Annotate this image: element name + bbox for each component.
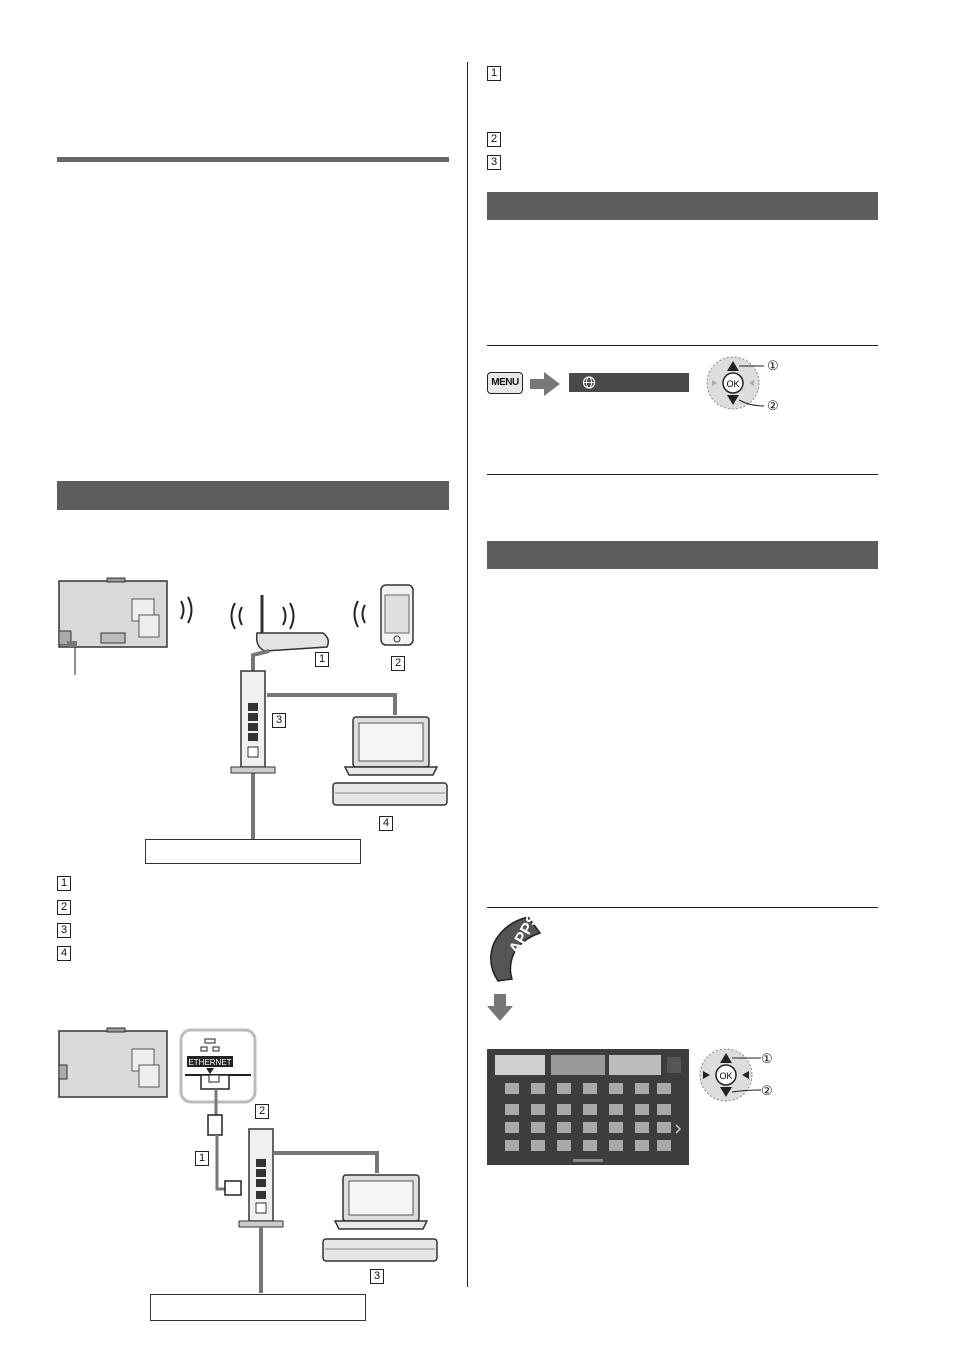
network-hub-icon: [238, 1128, 284, 1228]
right-marker-3: 3: [487, 155, 501, 170]
right-marker-2: 2: [487, 132, 501, 147]
step-two-label-apps: ②: [761, 1083, 773, 1098]
internet-environment-box-wired: [150, 1294, 366, 1321]
section-rule-left: [57, 157, 449, 162]
marker-text: 2: [490, 133, 498, 145]
arrow-right-icon: [530, 372, 560, 396]
section-header-bar-apps: [487, 541, 878, 569]
apps-list-screen-image: [487, 1049, 689, 1165]
marker-text: 4: [60, 947, 68, 959]
wired-connection-diagram: ETHERNET: [58, 1027, 438, 1293]
divider-line: [487, 474, 878, 475]
recorder-icon: [322, 1238, 438, 1262]
tv-rear-icon: [58, 577, 168, 675]
right-marker-1: 1: [487, 66, 501, 81]
marker-recorder: 4: [379, 816, 393, 831]
marker-text: 2: [394, 657, 402, 669]
ethernet-port-callout: ETHERNET: [179, 1028, 257, 1104]
divider-line: [487, 907, 878, 908]
tv-rear-icon: [58, 1027, 168, 1098]
arrow-down-icon: [487, 994, 513, 1021]
smartphone-icon: [353, 584, 414, 646]
marker-hub-wired: 2: [255, 1104, 269, 1119]
ok-label: OK: [719, 1071, 732, 1081]
marker-recorder-wired: 3: [370, 1269, 384, 1284]
marker-text: 1: [490, 67, 498, 79]
recorder-icon: [332, 782, 448, 806]
marker-lan-cable: 1: [195, 1151, 209, 1166]
list-marker-2: 2: [57, 900, 71, 915]
apps-button-icon[interactable]: APPS: [484, 913, 544, 988]
marker-hub: 3: [272, 713, 286, 728]
marker-router: 1: [315, 652, 329, 667]
globe-icon: [582, 376, 596, 389]
ok-label: OK: [726, 379, 739, 389]
section-header-bar-settings: [487, 192, 878, 220]
section-header-bar-network: [57, 481, 449, 510]
list-marker-4: 4: [57, 946, 71, 961]
marker-text: 4: [382, 817, 390, 829]
step-two-label: ②: [767, 398, 779, 413]
marker-text: 2: [258, 1105, 266, 1117]
dpad-ok-icon-apps: OK: [699, 1048, 762, 1102]
marker-text: 1: [60, 877, 68, 889]
menu-button[interactable]: MENU: [487, 372, 523, 394]
marker-text: 3: [275, 714, 283, 726]
wireless-connection-diagram: [58, 577, 448, 840]
laptop-icon: [343, 716, 439, 776]
ethernet-label: ETHERNET: [188, 1058, 231, 1067]
marker-text: 3: [490, 156, 498, 168]
marker-phone: 2: [391, 656, 405, 671]
marker-text: 1: [318, 653, 326, 665]
marker-text: 3: [60, 924, 68, 936]
step-one-label: ①: [767, 358, 779, 373]
divider-line: [487, 345, 878, 346]
menu-button-label: MENU: [491, 377, 519, 388]
wireless-router-icon: [230, 595, 330, 652]
list-marker-3: 3: [57, 923, 71, 938]
list-marker-1: 1: [57, 876, 71, 891]
laptop-icon: [333, 1174, 429, 1230]
marker-text: 2: [60, 901, 68, 913]
dpad-ok-icon: OK: [706, 356, 764, 410]
network-menu-bar: [569, 373, 689, 392]
marker-text: 3: [373, 1270, 381, 1282]
marker-text: 1: [198, 1152, 206, 1164]
internet-environment-box: [145, 839, 361, 864]
step-one-label-apps: ①: [761, 1051, 773, 1066]
column-divider: [467, 62, 468, 1287]
wifi-waves-icon: [180, 596, 193, 624]
network-hub-icon: [230, 670, 276, 774]
